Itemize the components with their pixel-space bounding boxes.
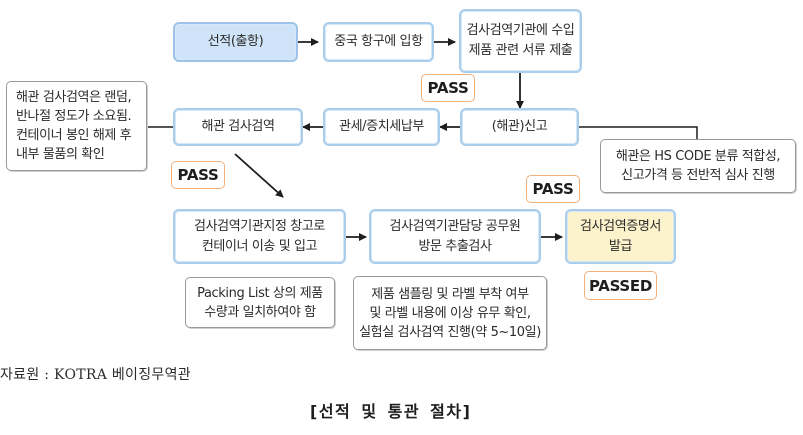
connector-declaration-note — [579, 126, 698, 139]
note-customs-inspection: 해관 검사검역은 랜덤, 반나절 정도가 소요됨. 컨테이너 봉인 해제 후 내… — [6, 81, 147, 171]
note-packing-list-text: Packing List 상의 제품 수량과 일치하여야 함 — [197, 285, 323, 320]
node-submit-docs: 검사검역기관에 수입 제품 관련 서류 제출 — [459, 9, 582, 73]
node-arrival-label: 중국 항구에 입항 — [334, 34, 423, 49]
note-declaration-text: 해관은 HS CODE 분류 적합성, 신고가격 등 전반적 심사 진행 — [615, 149, 781, 183]
pass-badge-sampling: PASS — [526, 175, 580, 203]
node-shipment: 선적(출항) — [173, 22, 298, 62]
pass-badge-docs: PASS — [421, 74, 475, 102]
node-official-sampling: 검사검역기관담당 공무원 방문 추출검사 — [369, 209, 541, 264]
node-customs-inspection-label: 해관 검사검역 — [201, 119, 275, 134]
source-credit: 자료원 : KOTRA 베이징무역관 — [0, 367, 191, 383]
node-shipment-label: 선적(출항) — [207, 34, 264, 49]
note-sampling-text: 제품 샘플링 및 라벨 부착 여부 및 라벨 내용에 이상 유무 확인, 실험실… — [359, 286, 541, 340]
note-declaration: 해관은 HS CODE 분류 적합성, 신고가격 등 전반적 심사 진행 — [600, 139, 796, 193]
figure-caption: [선적 및 통관 절차] — [310, 402, 472, 421]
node-arrival: 중국 항구에 입항 — [323, 22, 434, 62]
node-customs-inspection: 해관 검사검역 — [173, 108, 303, 146]
node-customs-declaration-label: (해관)신고 — [491, 119, 548, 134]
pass-badge-inspection: PASS — [171, 161, 225, 189]
node-warehouse-transfer-label: 검사검역기관지정 창고로 컨테이너 이송 및 입고 — [194, 218, 325, 254]
node-certificate-issue: 검사검역증명서 발급 — [565, 209, 676, 264]
arrow-inspection-to-warehouse — [234, 153, 284, 198]
node-customs-declaration: (해관)신고 — [460, 108, 579, 146]
node-warehouse-transfer: 검사검역기관지정 창고로 컨테이너 이송 및 입고 — [173, 209, 346, 264]
note-customs-inspection-text: 해관 검사검역은 랜덤, 반나절 정도가 소요됨. 컨테이너 봉인 해제 후 내… — [16, 90, 132, 162]
note-sampling: 제품 샘플링 및 라벨 부착 여부 및 라벨 내용에 이상 유무 확인, 실험실… — [353, 276, 547, 350]
node-duty-payment: 관세/증치세납부 — [323, 108, 440, 146]
node-certificate-issue-label: 검사검역증명서 발급 — [580, 218, 661, 254]
passed-badge-final: PASSED — [584, 271, 657, 300]
node-duty-payment-label: 관세/증치세납부 — [339, 119, 424, 134]
node-submit-docs-label: 검사검역기관에 수입 제품 관련 서류 제출 — [466, 23, 575, 58]
node-official-sampling-label: 검사검역기관담당 공무원 방문 추출검사 — [389, 218, 521, 254]
note-packing-list: Packing List 상의 제품 수량과 일치하여야 함 — [185, 277, 335, 328]
